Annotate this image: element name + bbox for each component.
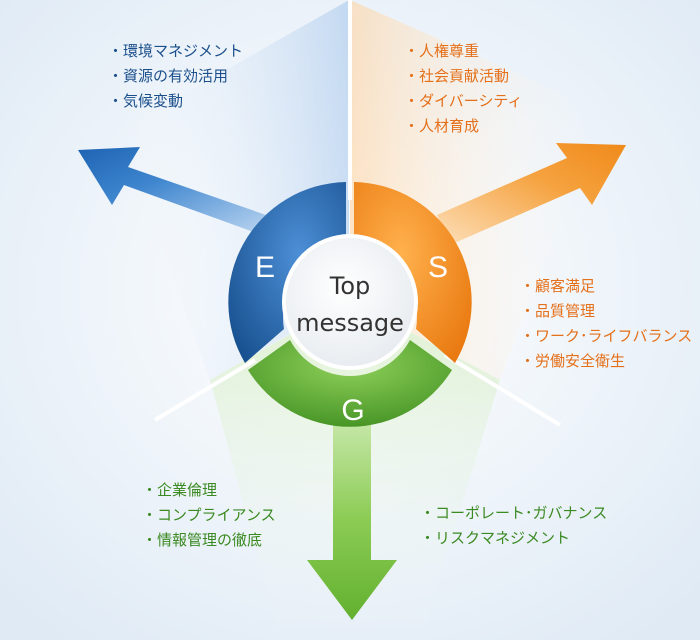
list-item: ・情報管理の徹底 <box>142 531 263 549</box>
blue-arrow <box>78 147 266 235</box>
list-item: ・コーポレート･ガバナンス <box>420 504 608 522</box>
segment-g <box>248 340 452 427</box>
segment-e <box>228 182 346 363</box>
list-item: ・資源の有効活用 <box>108 67 229 85</box>
list-item: ・人材育成 <box>404 117 480 135</box>
center-title-line1: Top <box>329 272 371 300</box>
divider-left <box>153 358 257 422</box>
orange-arrow <box>437 143 626 245</box>
list-item: ・気候変動 <box>108 92 184 110</box>
segment-e-letter: E <box>255 251 275 284</box>
governance-list-left: ・企業倫理 ・コンプライアンス ・情報管理の徹底 <box>142 478 276 553</box>
list-item: ・企業倫理 <box>142 481 218 499</box>
segment-s <box>354 182 472 363</box>
list-item: ・ワーク･ライフバランス <box>520 327 693 345</box>
segment-g-letter: G <box>341 394 364 427</box>
green-arrow <box>307 395 397 620</box>
governance-list-right: ・コーポレート･ガバナンス ・リスクマネジメント <box>420 501 607 551</box>
list-item: ・品質管理 <box>520 302 596 320</box>
list-item: ・ダイバーシティ <box>404 92 523 110</box>
divider-right <box>443 353 562 427</box>
list-item: ・顧客満足 <box>520 277 596 295</box>
list-item: ・労働安全衛生 <box>520 352 626 370</box>
list-item: ・人権尊重 <box>404 42 480 60</box>
list-item: ・リスクマネジメント <box>420 529 571 547</box>
segment-s-letter: S <box>428 251 448 284</box>
social-list-top: ・人権尊重 ・社会貢献活動 ・ダイバーシティ ・人材育成 <box>404 39 523 139</box>
center-circle <box>282 234 418 370</box>
social-list-right: ・顧客満足 ・品質管理 ・ワーク･ライフバランス ・労働安全衛生 <box>520 274 692 374</box>
list-item: ・社会貢献活動 <box>404 67 510 85</box>
list-item: ・コンプライアンス <box>142 506 276 524</box>
list-item: ・環境マネジメント <box>108 42 244 60</box>
environment-list: ・環境マネジメント ・資源の有効活用 ・気候変動 <box>108 39 243 114</box>
center-title-line2: message <box>296 309 404 337</box>
